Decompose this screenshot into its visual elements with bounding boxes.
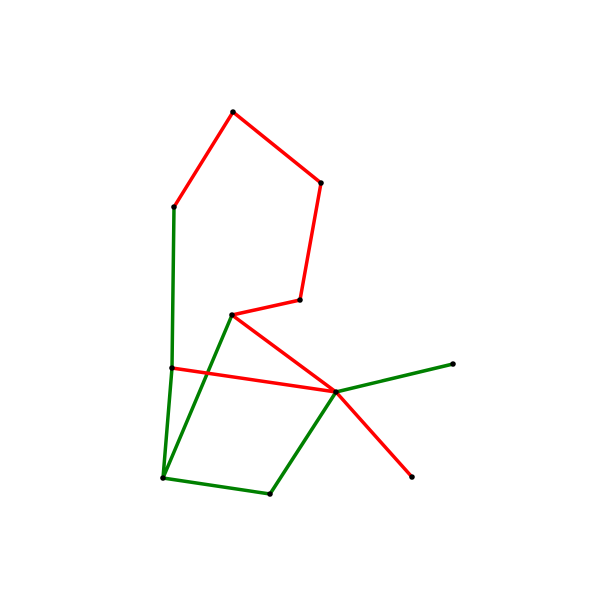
node-i <box>333 389 339 395</box>
node-f <box>169 365 175 371</box>
node-d <box>229 312 235 318</box>
edge-red-f-j <box>170 366 338 394</box>
node-e <box>171 204 177 210</box>
edge-green-e-f <box>170 205 176 370</box>
edge-red-c-d <box>230 298 302 317</box>
node-c <box>297 297 303 303</box>
edge-green-h-i <box>268 390 338 496</box>
edge-red-a-b <box>231 110 323 185</box>
node-h <box>267 491 273 497</box>
edge-red-b-c <box>298 181 323 302</box>
edges-layer <box>161 110 455 496</box>
edge-red-j-d <box>230 313 338 394</box>
node-a <box>230 109 236 115</box>
node-l <box>450 361 456 367</box>
edge-green-d-g <box>161 313 234 480</box>
node-b <box>318 180 324 186</box>
node-g <box>160 475 166 481</box>
edge-green-f-g <box>161 366 174 480</box>
edge-red-j-k <box>334 390 414 479</box>
edge-green-g-h <box>161 476 272 496</box>
node-k <box>409 474 415 480</box>
edge-green-j-l <box>334 362 455 394</box>
nodes-layer <box>160 109 456 497</box>
edge-red-a-e <box>172 110 235 209</box>
